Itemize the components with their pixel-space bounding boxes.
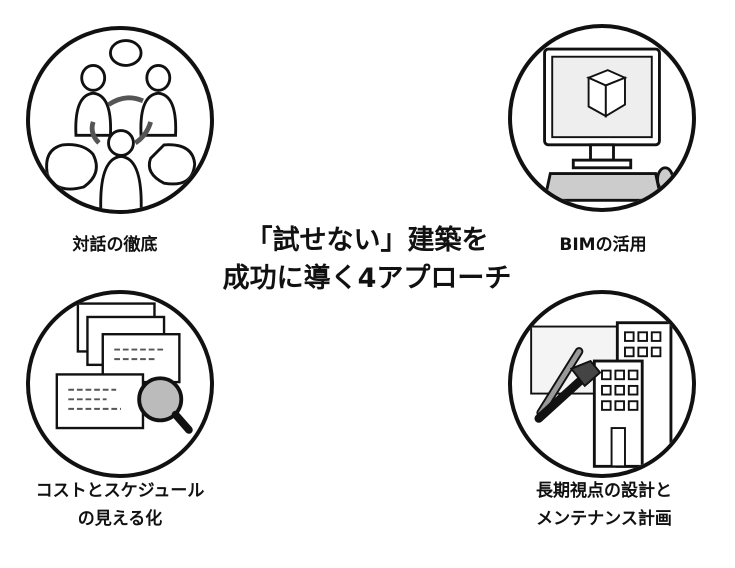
approach-label-bim: BIMの活用: [559, 231, 646, 259]
dialogue-people-icon: [26, 26, 214, 214]
label-line: 長期視点の設計と: [536, 481, 672, 501]
buildings-tools-icon: [508, 290, 696, 478]
label-line: メンテナンス計画: [536, 509, 672, 529]
diagram-title: 「試せない」建築を 成功に導く4アプローチ: [223, 222, 512, 298]
documents-magnifier-icon: [26, 290, 214, 478]
label-line: 対話の徹底: [72, 235, 158, 255]
label-line: の見える化: [77, 509, 163, 529]
title-line-2: 成功に導く4アプローチ: [222, 263, 512, 294]
approach-label-cost-schedule: コストとスケジュール の見える化: [36, 477, 205, 533]
label-line: コストとスケジュール: [35, 481, 205, 501]
bim-computer-icon: [508, 24, 696, 212]
label-line: BIMの活用: [559, 235, 647, 255]
approach-label-long-term-design: 長期視点の設計と メンテナンス計画: [536, 477, 672, 533]
approach-label-dialogue: 対話の徹底: [73, 231, 158, 259]
title-line-1: 「試せない」建築を: [245, 225, 489, 256]
